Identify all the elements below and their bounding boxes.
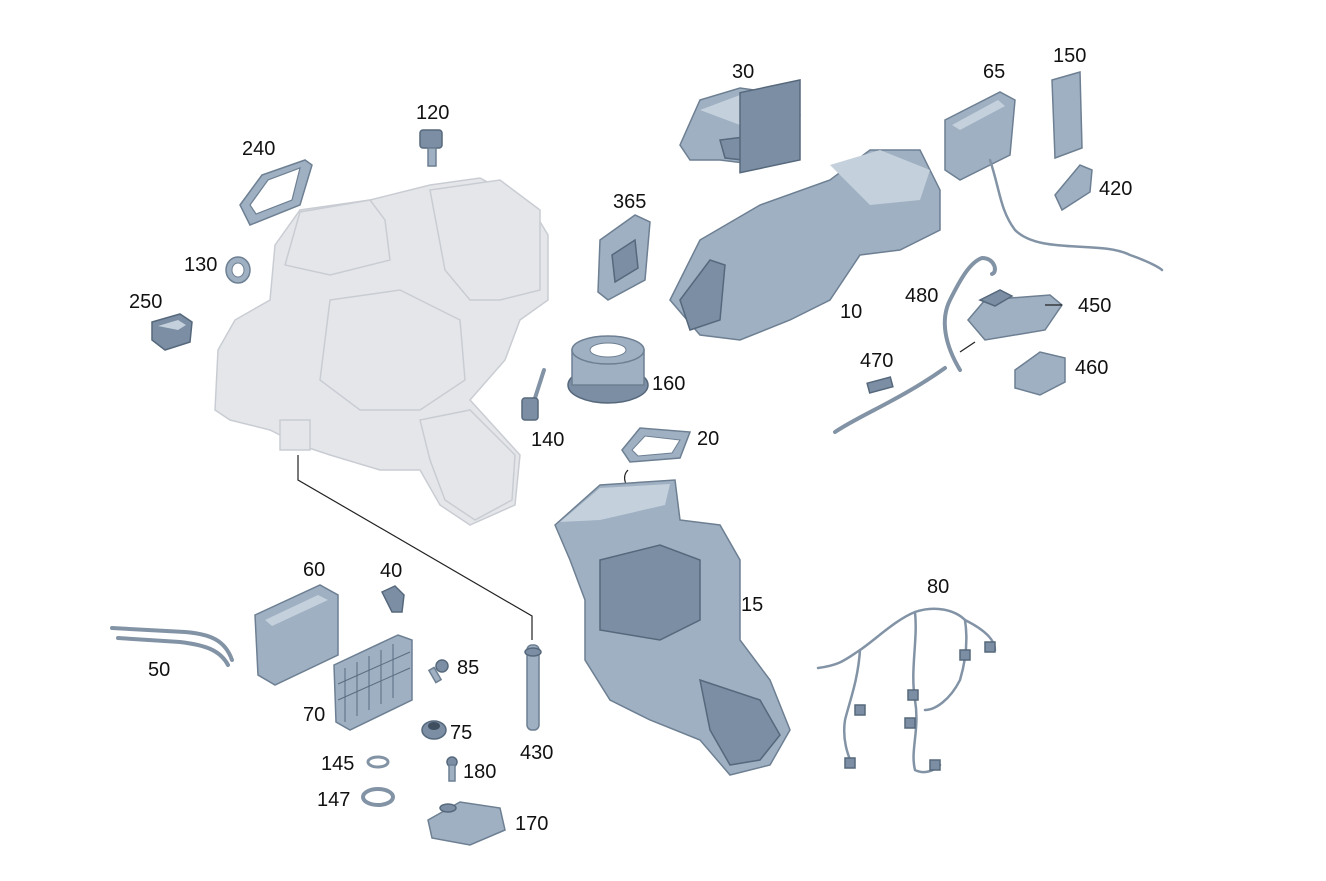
part-80-wiring-harness: [816, 607, 997, 774]
callout-60: 60: [303, 559, 326, 581]
callout-65: 65: [983, 61, 1006, 83]
part-120-sensor: [419, 129, 443, 167]
part-250-actuator: [151, 313, 193, 351]
part-160-blower: [567, 335, 649, 404]
part-65-heater-core: [944, 91, 1016, 181]
callout-40: 40: [380, 560, 403, 582]
part-130-ring: [225, 256, 251, 284]
callout-170: 170: [515, 813, 549, 835]
part-170-actuator: [427, 801, 506, 846]
part-85-screw: [427, 659, 449, 684]
callout-147: 147: [317, 789, 351, 811]
callout-150: 150: [1053, 45, 1087, 67]
part-480-hose: [942, 256, 997, 372]
callout-240: 240: [242, 138, 276, 160]
part-10-main-housing: [669, 79, 941, 341]
callout-70: 70: [303, 704, 326, 726]
callout-430: 430: [520, 742, 554, 764]
callout-420: 420: [1099, 178, 1133, 200]
callout-450: 450: [1078, 295, 1112, 317]
callout-145: 145: [321, 753, 355, 775]
part-60-heater-core: [254, 584, 339, 686]
part-15-housing: [554, 479, 791, 776]
part-450-module: [967, 289, 1064, 341]
leader-430: [297, 455, 533, 640]
ghost-hvac-housing: [214, 177, 549, 526]
callout-130: 130: [184, 254, 218, 276]
callout-80: 80: [927, 576, 950, 598]
part-460-control-unit: [1014, 351, 1066, 396]
part-50-pipe-a: [110, 626, 234, 662]
part-50-pipe-b: [116, 636, 230, 667]
leader-480: [959, 341, 976, 353]
callout-85: 85: [457, 657, 480, 679]
part-240-gasket: [239, 159, 313, 226]
part-430-rod: [524, 644, 542, 731]
callout-20: 20: [697, 428, 720, 450]
part-40-connector: [380, 585, 405, 613]
callout-30: 30: [732, 61, 755, 83]
part-470-tube: [833, 366, 947, 434]
part-70-filter-grid: [333, 634, 413, 731]
part-150-filter: [1051, 71, 1083, 160]
callout-470: 470: [860, 350, 894, 372]
part-75-grommet: [421, 720, 447, 740]
part-140-probe: [521, 368, 546, 421]
part-470-clip: [866, 376, 894, 394]
part-180-bolt: [446, 756, 458, 782]
part-65-cable: [988, 158, 1164, 272]
part-365-cover: [597, 214, 651, 301]
part-145-washer: [366, 755, 390, 769]
callout-15: 15: [741, 594, 764, 616]
part-147-washer: [361, 787, 395, 807]
part-420-bracket: [1054, 164, 1093, 212]
callout-250: 250: [129, 291, 163, 313]
callout-120: 120: [416, 102, 450, 124]
callout-50: 50: [148, 659, 171, 681]
callout-180: 180: [463, 761, 497, 783]
callout-140: 140: [531, 429, 565, 451]
callout-460: 460: [1075, 357, 1109, 379]
callout-75: 75: [450, 722, 473, 744]
callout-10: 10: [840, 301, 863, 323]
part-20-gasket: [621, 427, 692, 463]
callout-365: 365: [613, 191, 647, 213]
callout-160: 160: [652, 373, 686, 395]
callout-480: 480: [905, 285, 939, 307]
